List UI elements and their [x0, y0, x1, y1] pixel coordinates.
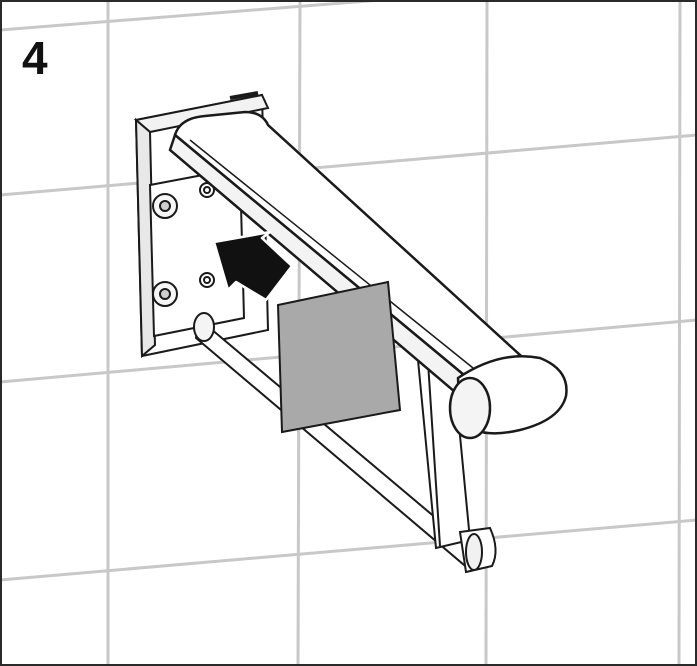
cover-plate: [276, 280, 402, 434]
insert-arrow-icon: [212, 230, 294, 302]
step-number: 4: [22, 32, 48, 84]
grab-bar-end-cap: [448, 354, 568, 440]
strut-end-cap: [458, 526, 497, 574]
